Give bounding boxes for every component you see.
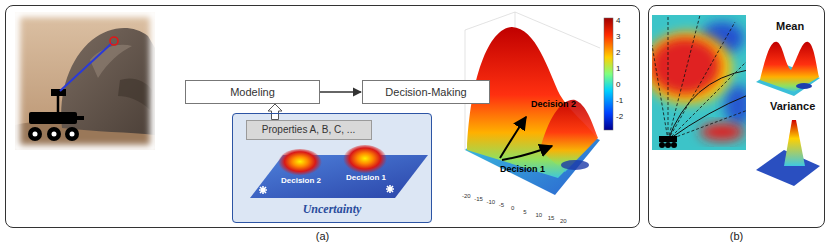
plot-title: Variance [770,100,815,112]
mean-surface [760,42,819,92]
heat-blob [652,32,732,104]
rock [61,28,155,135]
uncertainty-plane [250,155,428,198]
axis-tick: 20 [560,218,567,225]
box-label: Modeling [230,86,275,98]
panel-caption: (a) [6,230,639,242]
axis-tick: -20 [462,193,471,200]
colorbar [604,18,613,130]
axis-tick: -5 [499,202,504,209]
variance-spike [784,120,805,166]
mars-photo [15,12,155,150]
figure-panel: (a)ModelingDecision-MakingUncertaintyPro… [5,5,640,228]
path-fan [652,15,746,140]
surface-dip [561,160,589,170]
rover-symbol [659,136,677,148]
colorbar-tick: -1 [616,97,623,106]
hollow-arrow [268,104,282,120]
panel-caption: (b) [649,230,824,242]
rock-shadow [118,78,152,110]
colorbar-tick: 3 [616,33,620,42]
rover-wheel [665,142,671,148]
decision-arrow [500,117,526,158]
box-label: Properties A, B, C, ... [262,124,355,135]
sensing-ray [60,43,112,91]
flow-arrow [320,91,361,92]
photo-sky [15,12,155,150]
axis-tick: -15 [474,196,483,203]
decision-arrow [502,146,552,160]
rock-highlight [90,45,132,78]
axis-tick: -10 [487,199,496,206]
plot-label: Decision 1 [500,165,545,175]
target-circle [110,37,118,45]
colorbar-tick: 2 [616,49,620,58]
heat-blob [652,37,721,95]
surface-mound [540,100,598,172]
path-curve [668,70,746,140]
asterisk-mark [259,186,267,194]
figure-panel: (b) [648,5,825,228]
panel-title: Uncertainty [233,202,431,217]
colorbar-tick: -2 [616,113,623,122]
mean-dip [796,83,812,89]
uncertainty-bump [278,149,322,177]
axis-tick: 5 [523,209,526,216]
colorbar-tick: 1 [616,65,620,74]
rover-wheel [671,142,677,148]
process-box: Decision-Making [362,80,490,104]
colorbar-tick: 4 [616,17,620,26]
uncertainty-ground [232,113,432,223]
rover-wheel [47,127,61,141]
heat-blob [724,85,746,125]
asterisk-mark [386,185,394,193]
axis-tick: 15 [548,215,555,222]
property-box: Properties A, B, C, ... [246,120,372,140]
rover-arm [72,116,84,120]
rover-mast [57,96,60,112]
axis-tick: 10 [536,212,543,219]
plot-label: Decision 2 [281,177,321,186]
colorbar-tick: 0 [616,81,620,90]
plot-label: Decision 1 [346,174,386,183]
rover-symbol [28,89,84,141]
rover-hub [70,132,75,137]
rover-wheel [28,127,42,141]
box-label: Decision-Making [385,86,466,98]
rover-wheel [65,127,79,141]
axis-tick: 0 [511,205,514,212]
rover-wheel [659,142,665,148]
rover-body [659,136,677,142]
process-box: Modeling [185,80,320,104]
plot-label: Decision 2 [531,100,576,110]
plot-title: Mean [776,20,804,32]
rover-hub [33,132,38,137]
uncertainty-panel: Uncertainty Properties A, B, C, ... [232,113,432,223]
rover-head [51,89,66,96]
plot-axis [465,12,515,30]
photo-fade [15,12,155,150]
rover-body [29,112,77,124]
heat-map [652,15,746,150]
uncertainty-bump [343,145,387,175]
rover-hub [52,132,57,137]
